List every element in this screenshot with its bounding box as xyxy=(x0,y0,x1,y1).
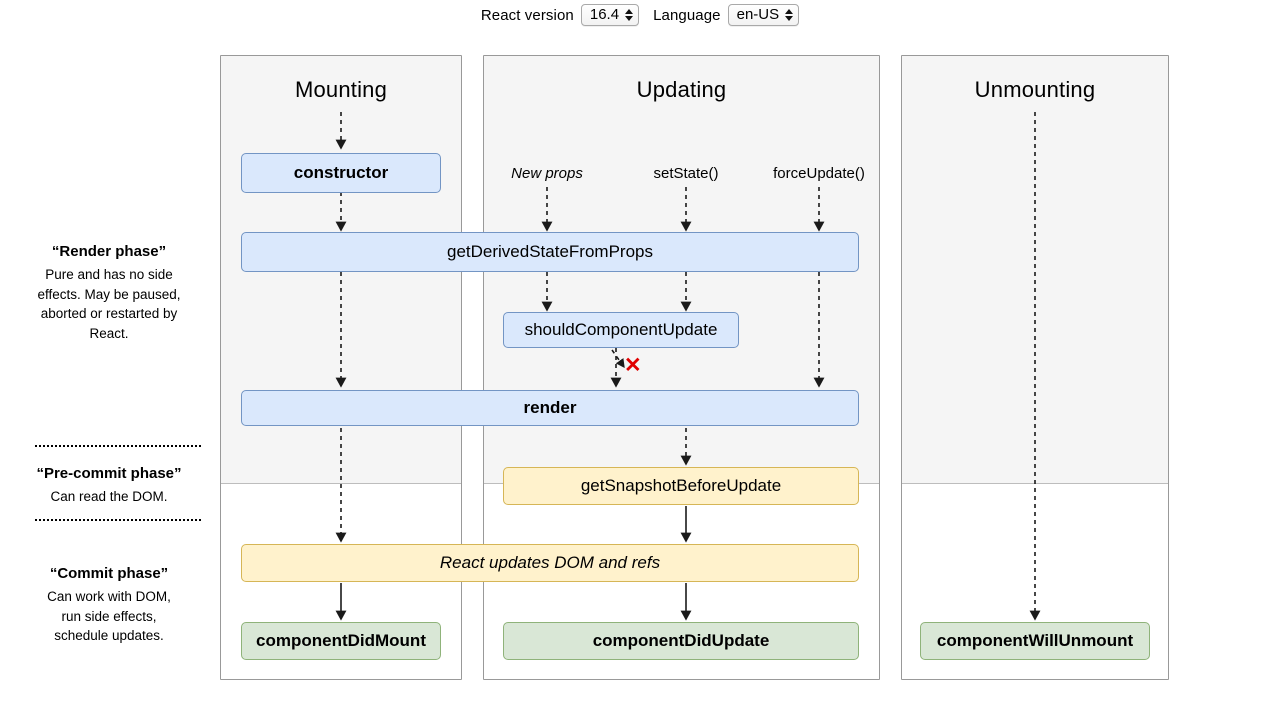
box-component-will-unmount[interactable]: componentWillUnmount xyxy=(920,622,1150,660)
phase-divider-bottom xyxy=(35,519,201,521)
skip-update-x-icon: ✕ xyxy=(624,354,642,377)
column-unmounting-render-shade xyxy=(902,56,1168,484)
phase-note-commit: “Commit phase” Can work with DOM, run si… xyxy=(0,565,224,646)
box-get-derived-state-from-props[interactable]: getDerivedStateFromProps xyxy=(241,232,859,272)
react-version-select[interactable]: 16.4 xyxy=(580,4,640,26)
box-constructor[interactable]: constructor xyxy=(241,153,441,193)
language-select[interactable]: en-US xyxy=(727,4,800,26)
column-unmounting: Unmounting xyxy=(901,55,1169,680)
language-value: en-US xyxy=(736,6,780,23)
trigger-set-state: setState() xyxy=(653,165,719,182)
react-version-label: React version xyxy=(480,6,574,24)
phase-divider-top xyxy=(35,445,201,447)
box-render[interactable]: render xyxy=(241,390,859,426)
box-get-snapshot-before-update[interactable]: getSnapshotBeforeUpdate xyxy=(503,467,859,505)
box-should-component-update[interactable]: shouldComponentUpdate xyxy=(503,312,739,348)
phase-note-render-body: Pure and has no side effects. May be pau… xyxy=(37,267,181,341)
language-control: Language en-US xyxy=(653,4,800,26)
react-version-control: React version 16.4 xyxy=(480,4,640,26)
phase-note-commit-title: “Commit phase” xyxy=(49,565,169,582)
stepper-arrows-icon xyxy=(625,9,634,21)
column-mounting-title: Mounting xyxy=(294,77,388,102)
trigger-new-props: New props xyxy=(511,165,583,182)
react-version-value: 16.4 xyxy=(589,6,620,23)
column-unmounting-title: Unmounting xyxy=(974,77,1096,102)
phase-note-render-title: “Render phase” xyxy=(51,243,167,260)
phase-note-render: “Render phase” Pure and has no side effe… xyxy=(0,243,224,343)
column-mounting: Mounting xyxy=(220,55,462,680)
box-component-did-mount[interactable]: componentDidMount xyxy=(241,622,441,660)
trigger-force-update: forceUpdate() xyxy=(773,165,865,182)
phase-note-precommit: “Pre-commit phase” Can read the DOM. xyxy=(0,465,224,507)
phase-note-commit-body: Can work with DOM, run side effects, sch… xyxy=(47,589,171,644)
language-label: Language xyxy=(653,6,721,24)
phase-note-precommit-body: Can read the DOM. xyxy=(50,489,168,504)
column-updating: Updating xyxy=(483,55,880,680)
phase-note-precommit-title: “Pre-commit phase” xyxy=(36,465,182,482)
diagram-toolbar: React version 16.4 Language en-US xyxy=(0,0,1280,30)
stepper-arrows-icon xyxy=(785,9,794,21)
box-react-updates-dom-and-refs[interactable]: React updates DOM and refs xyxy=(241,544,859,582)
column-updating-title: Updating xyxy=(636,77,727,102)
box-component-did-update[interactable]: componentDidUpdate xyxy=(503,622,859,660)
